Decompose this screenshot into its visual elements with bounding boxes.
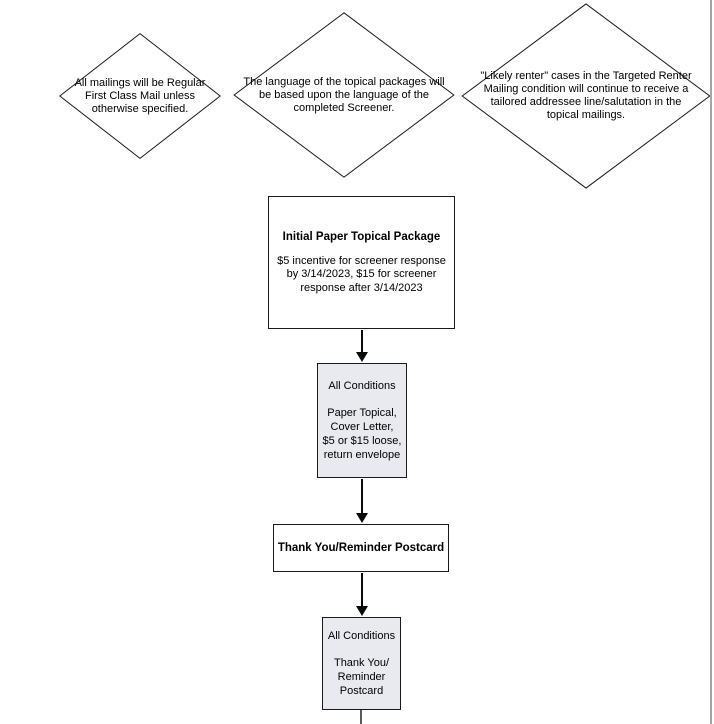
- note-text: The language of the topical packages wil…: [243, 75, 445, 114]
- condition-label: All Conditions: [328, 379, 396, 392]
- note-diamond-first-class-mail: All mailings will be Regular First Class…: [59, 33, 221, 159]
- note-diamond-likely-renter: "Likely renter" cases in the Targeted Re…: [461, 3, 711, 189]
- box-title: Thank You/Reminder Postcard: [277, 542, 445, 554]
- note-text: "Likely renter" cases in the Targeted Re…: [480, 70, 692, 121]
- arrow-stem: [360, 573, 363, 606]
- box-all-conditions-paper-topical: All Conditions Paper Topical, Cover Lett…: [317, 363, 407, 478]
- page-edge-line: [710, 0, 712, 724]
- box-all-conditions-postcard: All Conditions Thank You/ Reminder Postc…: [322, 617, 401, 710]
- arrowhead-down-icon: [355, 606, 368, 616]
- box-thank-you-reminder-postcard: Thank You/Reminder Postcard: [273, 524, 449, 572]
- diamond-shape: [59, 33, 221, 159]
- note-diamond-language: The language of the topical packages wil…: [233, 12, 455, 178]
- condition-items: Paper Topical, Cover Letter, $5 or $15 l…: [322, 406, 402, 461]
- flow-arrow-1: [355, 330, 368, 362]
- note-text: All mailings will be Regular First Class…: [74, 76, 206, 115]
- box-initial-paper-topical-package: Initial Paper Topical Package $5 incenti…: [268, 196, 455, 329]
- flow-connector-tail: [360, 710, 362, 724]
- flow-arrow-2: [355, 479, 368, 523]
- condition-items: Thank You/ Reminder Postcard: [333, 656, 390, 697]
- diamond-shape: [233, 12, 455, 178]
- flow-arrow-3: [355, 573, 368, 616]
- condition-label: All Conditions: [327, 629, 396, 642]
- box-title: Initial Paper Topical Package: [282, 230, 441, 243]
- box-body: $5 incentive for screener response by 3/…: [277, 254, 446, 294]
- arrow-stem: [360, 330, 363, 352]
- arrowhead-down-icon: [355, 352, 368, 362]
- arrowhead-down-icon: [355, 513, 368, 523]
- arrow-stem: [360, 479, 363, 513]
- diamond-shape: [461, 3, 711, 189]
